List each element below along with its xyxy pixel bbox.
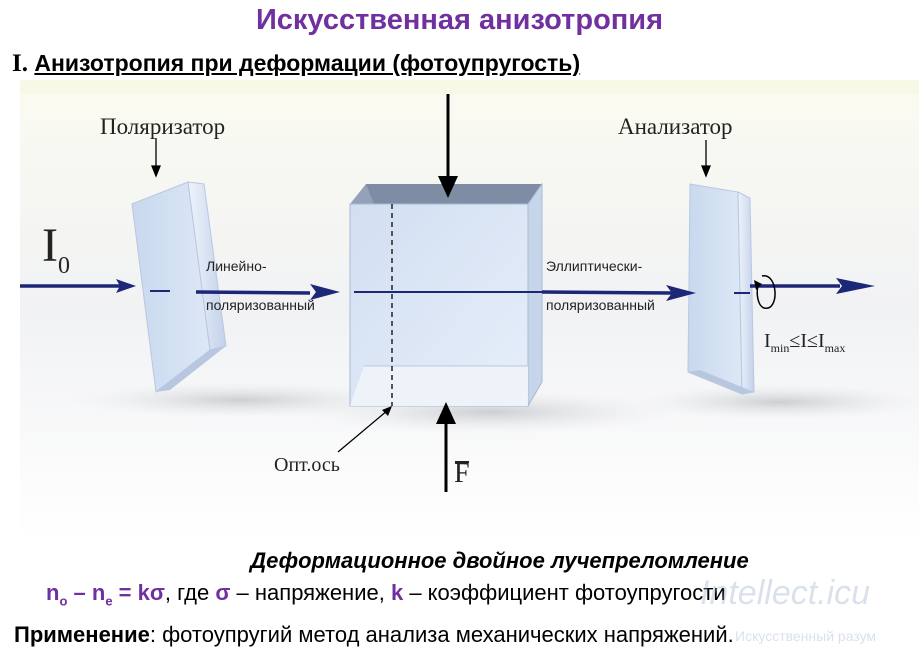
- minus-sign: –: [67, 580, 92, 605]
- intensity-range-label: Imin≤I≤Imax: [764, 330, 845, 356]
- incident-intensity-label: I0: [42, 218, 70, 280]
- section-number: I.: [12, 50, 28, 77]
- leq-1: ≤: [789, 330, 801, 352]
- force-label: F: [454, 458, 470, 490]
- arrow-4: [836, 278, 875, 294]
- light-beam: [20, 284, 840, 295]
- opt-axis-label: Опт.ось: [274, 454, 340, 476]
- section-heading: I. Анизотропия при деформации (фотоупруг…: [12, 50, 580, 78]
- n-e-symbol: ne: [91, 580, 113, 609]
- min-subscript: min: [770, 341, 790, 355]
- k-symbol: k: [390, 580, 404, 605]
- force-down-arrow-icon: [438, 176, 458, 198]
- label-pointers: [151, 138, 711, 178]
- vector-bar: [455, 461, 469, 463]
- intensity-subscript: 0: [57, 253, 70, 279]
- elliptic-polarized-line1: Эллиптически-: [546, 258, 643, 274]
- linear-polarized-line2: поляризованный: [206, 297, 315, 313]
- arrow-3: [666, 285, 696, 301]
- arrow-1: [116, 279, 136, 293]
- sample-cube: [349, 182, 543, 408]
- analyzer-pointer-icon: [701, 165, 711, 178]
- opt-axis-pointer: [337, 406, 392, 453]
- watermark: Intellect.icu: [700, 574, 871, 612]
- n-o-symbol: no: [46, 580, 68, 609]
- watermark-sub: Искусственный разум: [735, 628, 877, 644]
- analyzer-shadow: [630, 384, 919, 420]
- i-symbol: I: [800, 330, 807, 352]
- diagram-graphics: [20, 80, 919, 540]
- sigma-description: – напряжение,: [230, 580, 391, 605]
- elliptic-polarized-line2: поляризованный: [546, 297, 655, 313]
- force-arrows: [436, 94, 458, 492]
- formula-line: no – ne = kσ, где σ – напряжение, k – ко…: [46, 580, 726, 608]
- application-line: Применение: фотоупругий метод анализа ме…: [14, 622, 734, 648]
- photoelasticity-diagram: Поляризатор Анализатор I0 Линейно- поляр…: [20, 80, 919, 540]
- sigma-symbol: σ: [215, 580, 231, 605]
- equals-k-sigma: = kσ: [112, 580, 165, 605]
- beam-arrowheads: [116, 278, 875, 301]
- where-text: , где: [164, 580, 216, 605]
- section-title: Анизотропия при деформации (фотоупругост…: [34, 50, 581, 76]
- analyzer-plate: [687, 183, 755, 395]
- force-up-arrow-icon: [436, 402, 456, 424]
- polarizer-pointer-icon: [151, 165, 161, 178]
- polarizer-label: Поляризатор: [100, 114, 226, 139]
- k-description: – коэффициент фотоупругости: [403, 580, 726, 605]
- analyzer-label: Анализатор: [618, 114, 733, 139]
- force-symbol: F: [454, 458, 470, 489]
- i-max-symbol: I: [817, 330, 825, 352]
- analyzer-rotation-icon: [754, 275, 776, 309]
- polarizer-plate: [131, 181, 227, 393]
- top-band: [20, 80, 919, 94]
- effect-title: Деформационное двойное лучепреломление: [250, 548, 749, 573]
- leq-2: ≤: [807, 330, 818, 352]
- application-text: : фотоупругий метод анализа механических…: [149, 622, 734, 647]
- max-subscript: max: [824, 341, 846, 355]
- linear-polarized-line1: Линейно-: [206, 258, 267, 274]
- intensity-symbol: I: [42, 219, 58, 272]
- arrow-2: [310, 284, 340, 300]
- application-label: Применение: [14, 622, 150, 647]
- i-min-symbol: I: [764, 330, 771, 352]
- page-title: Искусственная анизотропия: [255, 4, 664, 36]
